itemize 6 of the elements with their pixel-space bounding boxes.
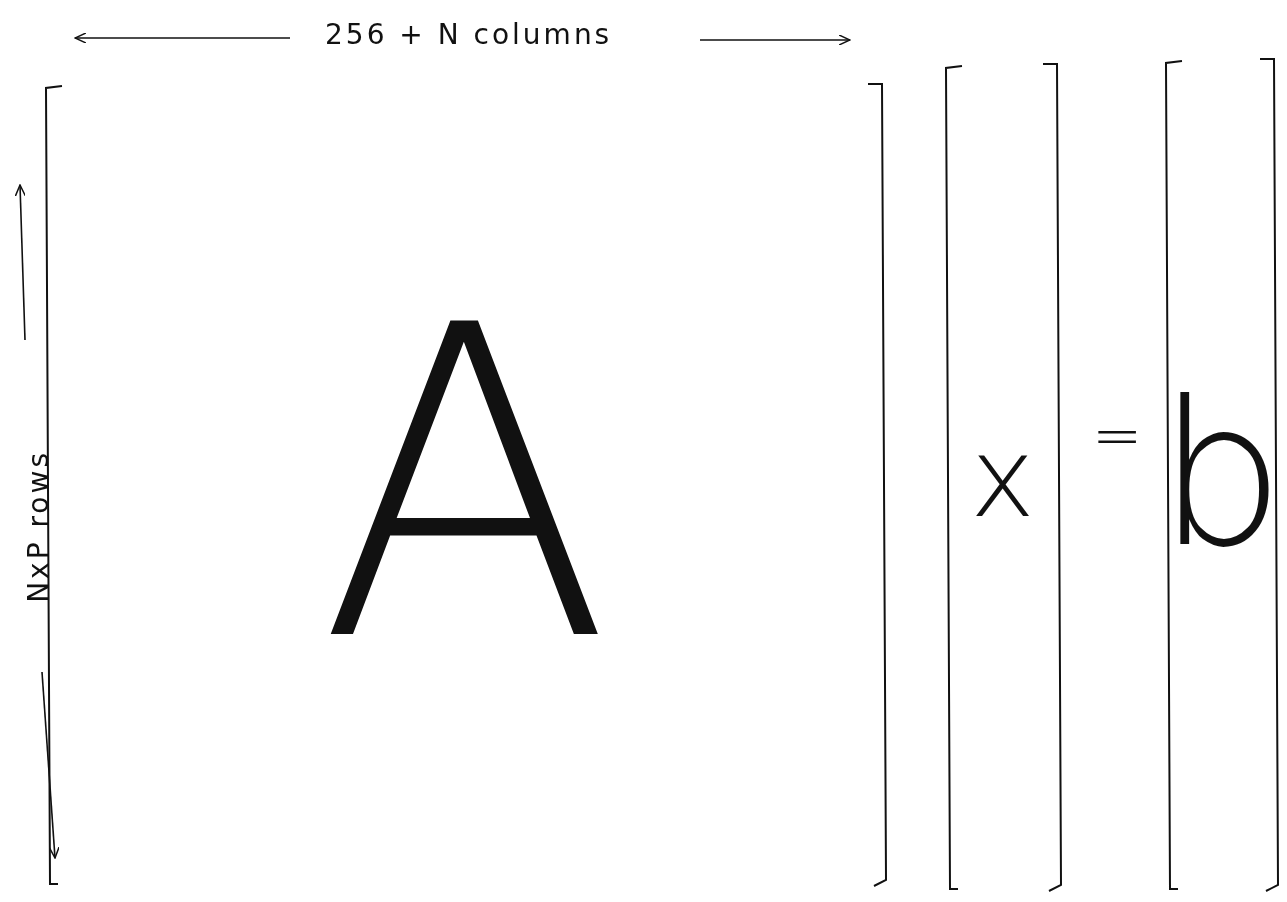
dimension-label: 256 + N columns [325, 18, 613, 51]
matrix-symbol: x [969, 422, 1036, 533]
equals-sign: = [1092, 400, 1146, 470]
matrix-symbol: A [317, 270, 613, 700]
dimension-label: NxP rows [22, 450, 55, 603]
matrix-symbol: b [1157, 375, 1285, 575]
